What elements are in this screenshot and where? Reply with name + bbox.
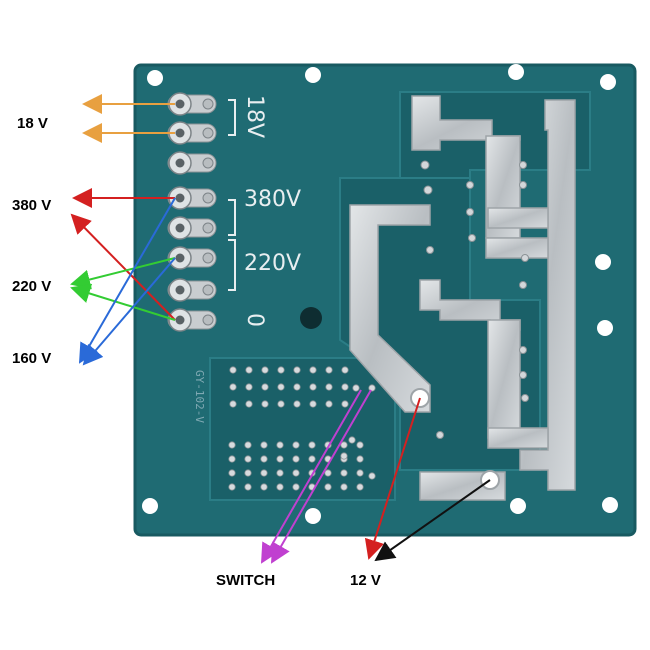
vias [420, 160, 529, 439]
solder-dot [228, 469, 236, 477]
solder-dot [341, 383, 349, 391]
solder-dot [356, 469, 364, 477]
solder-dot [324, 469, 332, 477]
solder-dot [340, 441, 348, 449]
arrows-220v [70, 257, 176, 321]
silk-18v: 18V [242, 95, 267, 138]
solder-dot [276, 441, 284, 449]
solder-dot [356, 441, 364, 449]
terminal-pin [167, 216, 217, 240]
solder-dot [293, 383, 301, 391]
solder-dot-matrix [228, 366, 376, 491]
solder-dot [277, 383, 285, 391]
solder-dot [261, 366, 269, 374]
arrows-switch [261, 389, 372, 564]
solder-dot [324, 483, 332, 491]
silk-part-code: GY-102-V [193, 370, 206, 423]
arrows-160v [78, 197, 176, 366]
solder-dot [245, 400, 253, 408]
label-12v: 12 V [350, 572, 381, 589]
solder-dot [340, 483, 348, 491]
label-switch: SWITCH [216, 572, 275, 589]
pcb-board-shade [133, 63, 637, 537]
solder-dot [229, 383, 237, 391]
solder-dot [229, 400, 237, 408]
terminal-pin [167, 151, 217, 175]
solder-dot [293, 400, 301, 408]
solder-dot [309, 366, 317, 374]
label-380v: 380 V [12, 197, 51, 214]
terminal-pin [167, 278, 217, 302]
silk-zero: 0 [242, 313, 267, 327]
solder-dot [325, 400, 333, 408]
terminal-pin [167, 246, 217, 270]
solder-dot [341, 400, 349, 408]
solder-dot [276, 469, 284, 477]
solder-dot [244, 483, 252, 491]
solder-dot [260, 469, 268, 477]
solder-dot [341, 366, 349, 374]
solder-dot [308, 441, 316, 449]
terminal-pin [167, 121, 217, 145]
solder-dot [244, 455, 252, 463]
solder-dot [309, 383, 317, 391]
solder-dot [368, 384, 376, 392]
solder-dot [228, 455, 236, 463]
solder-dot [276, 483, 284, 491]
mounting-holes [142, 64, 618, 524]
solder-dot [292, 441, 300, 449]
terminal-pins [167, 92, 217, 332]
solder-dot [228, 441, 236, 449]
solder-dot [293, 366, 301, 374]
label-220v: 220 V [12, 278, 51, 295]
solder-dot [228, 483, 236, 491]
copper-traces [349, 95, 576, 501]
solder-dot [356, 455, 364, 463]
silk-220v: 220V [244, 251, 301, 276]
solder-dot [260, 483, 268, 491]
solder-dot [245, 383, 253, 391]
solder-dot [340, 452, 348, 460]
solder-dot [261, 400, 269, 408]
solder-dot [260, 455, 268, 463]
solder-dot [348, 436, 356, 444]
silk-380v: 380V [244, 187, 301, 212]
solder-dot [352, 384, 360, 392]
terminal-pin [167, 308, 217, 332]
solder-dot [308, 455, 316, 463]
label-18v: 18 V [17, 115, 48, 132]
solder-dot [245, 366, 253, 374]
solder-dot [356, 483, 364, 491]
solder-dot [292, 483, 300, 491]
solder-dot [244, 441, 252, 449]
solder-dot [277, 366, 285, 374]
solder-dot [292, 469, 300, 477]
silkscreen-brackets [228, 99, 236, 291]
terminal-pin [167, 92, 217, 116]
solder-dot [292, 455, 300, 463]
solder-dot [368, 472, 376, 480]
solder-dot [325, 383, 333, 391]
solder-dot [325, 366, 333, 374]
solder-dot [244, 469, 252, 477]
solder-dot [309, 400, 317, 408]
terminal-pin [167, 186, 217, 210]
solder-dot [340, 469, 348, 477]
solder-dot [261, 383, 269, 391]
solder-dot [260, 441, 268, 449]
solder-dot [229, 366, 237, 374]
solder-dot [276, 455, 284, 463]
arrows-18v [82, 94, 175, 143]
solder-dot [277, 400, 285, 408]
arrows-380v [70, 188, 176, 321]
label-160v: 160 V [12, 350, 51, 367]
arrows-12v [364, 397, 491, 562]
